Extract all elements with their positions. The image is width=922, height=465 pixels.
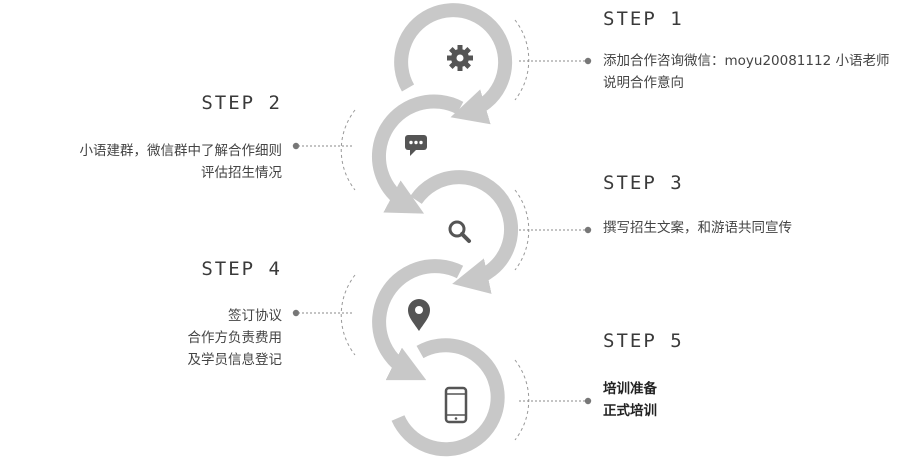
step-4-title: STEP 4: [201, 258, 282, 280]
step-4-line-3: 及学员信息登记: [187, 352, 283, 368]
step-1-description: 添加合作咨询微信：moyu20081112 小语老师 说明合作意向: [603, 50, 889, 94]
step-4-line-2: 合作方负责费用: [187, 330, 283, 346]
step-4-line-1: 签订协议: [228, 308, 282, 324]
step-3-description: 撰写招生文案，和游语共同宣传: [603, 217, 792, 239]
step-4-connector: [292, 309, 352, 317]
step-5-line-2: 正式培训: [603, 403, 657, 419]
step-5-connector: [519, 397, 592, 405]
step-2-line-1: 小语建群，微信群中了解合作细则: [79, 143, 283, 159]
step-1-line-1: 添加合作咨询微信：moyu20081112 小语老师: [603, 53, 890, 69]
step-1-title: STEP 1: [603, 8, 684, 30]
step-1-ring: [394, 3, 530, 125]
step-1-line-2: 说明合作意向: [603, 75, 684, 91]
step-5-line-1: 培训准备: [603, 381, 657, 397]
step-5-ring: [391, 338, 530, 457]
step-2-line-2: 评估招生情况: [201, 165, 282, 181]
step-2-ring: [340, 94, 464, 214]
location-pin-icon: [408, 299, 430, 331]
step-4-ring: [340, 259, 464, 381]
mobile-phone-icon: [444, 386, 468, 424]
gear-icon: [447, 45, 473, 71]
step-4-description: 签订协议 合作方负责费用 及学员信息登记: [188, 305, 283, 371]
chat-icon: [405, 135, 427, 156]
step-3-title: STEP 3: [603, 172, 684, 194]
step-3-connector: [519, 226, 592, 234]
step-3-line-1: 撰写招生文案，和游语共同宣传: [603, 220, 792, 236]
step-2-title: STEP 2: [201, 92, 282, 114]
step-2-connector: [292, 142, 352, 150]
search-icon: [448, 220, 471, 243]
step-1-connector: [519, 57, 592, 65]
step-5-description: 培训准备 正式培训: [603, 378, 657, 422]
step-2-description: 小语建群，微信群中了解合作细则 评估招生情况: [80, 140, 283, 184]
step-5-title: STEP 5: [603, 330, 684, 352]
